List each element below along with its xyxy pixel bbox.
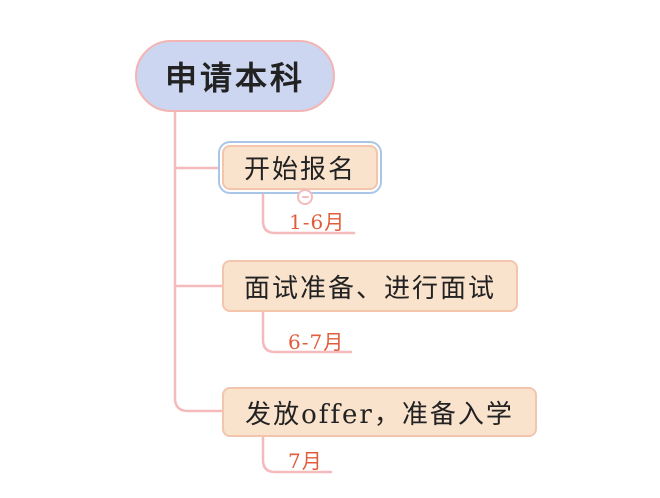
topic-offer-label: 发放offer，准备入学	[245, 399, 514, 430]
collapse-handle-icon[interactable]	[297, 189, 313, 205]
root-topic-label: 申请本科	[164, 59, 305, 97]
topic-registration-label: 开始报名	[243, 155, 356, 185]
date-label: 6-7月	[288, 330, 345, 354]
subtopic-date-registration[interactable]: 1-6月	[289, 206, 345, 235]
topic-offer[interactable]: 发放offer，准备入学	[222, 387, 537, 437]
subtopic-date-offer[interactable]: 7月	[288, 445, 323, 474]
date-label: 7月	[288, 449, 323, 473]
topic-registration[interactable]: 开始报名	[222, 145, 378, 190]
connector-subtopic-date3	[261, 435, 333, 474]
topic-interview[interactable]: 面试准备、进行面试	[222, 260, 518, 312]
topic-interview-label: 面试准备、进行面试	[243, 273, 496, 304]
subtopic-date-interview[interactable]: 6-7月	[288, 326, 344, 355]
date-label: 1-6月	[289, 210, 346, 234]
root-topic[interactable]: 申请本科	[135, 40, 335, 112]
minus-icon	[301, 196, 309, 198]
connector-trunk	[173, 108, 224, 413]
connector-subtopic-date2	[261, 310, 353, 354]
connector-subtopic-date1	[261, 189, 356, 235]
